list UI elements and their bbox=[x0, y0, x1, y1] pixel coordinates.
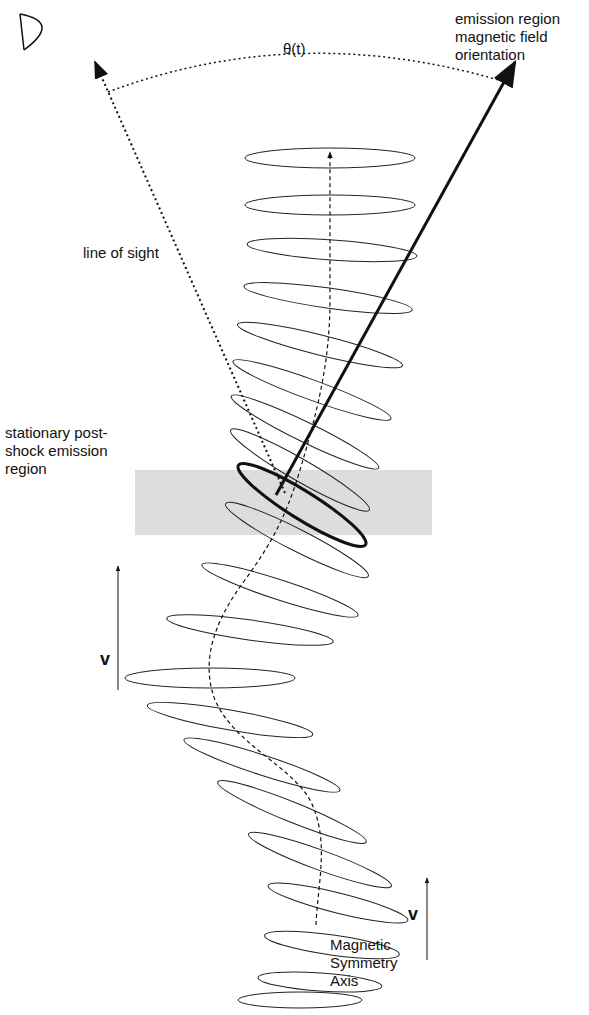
field-ring bbox=[181, 730, 343, 800]
field-ring bbox=[235, 315, 405, 376]
field-ring bbox=[199, 555, 361, 625]
eye-symbol bbox=[20, 14, 42, 50]
axis-label: Magnetic Symmetry Axis bbox=[330, 936, 410, 990]
field-orientation-arrow bbox=[276, 62, 515, 495]
field-ring bbox=[238, 992, 362, 1008]
angle-label: θ(t) bbox=[283, 40, 333, 58]
velocity-label: v bbox=[408, 905, 424, 923]
line-of-sight bbox=[95, 62, 285, 493]
velocity-arrow bbox=[427, 878, 428, 960]
field-ring bbox=[214, 773, 370, 851]
field-ring bbox=[146, 696, 315, 745]
field-ring bbox=[258, 969, 383, 996]
field-rings bbox=[125, 148, 417, 1008]
velocity-label: v bbox=[100, 650, 116, 668]
field-ring bbox=[230, 352, 395, 428]
axis-label: line of sight bbox=[83, 244, 193, 262]
field-ring bbox=[165, 608, 334, 651]
field-ring bbox=[266, 876, 411, 930]
field-ring bbox=[221, 494, 374, 586]
angle-arc bbox=[108, 53, 505, 92]
field-label: emission region magnetic field orientati… bbox=[455, 10, 580, 64]
symmetry-axis bbox=[209, 152, 330, 925]
field-ring bbox=[245, 825, 395, 896]
velocity-arrow bbox=[118, 566, 119, 690]
field-ring bbox=[247, 234, 418, 266]
region-label: stationary post-shock emission region bbox=[5, 424, 145, 478]
field-ring bbox=[242, 276, 413, 319]
field-ring bbox=[231, 453, 373, 556]
